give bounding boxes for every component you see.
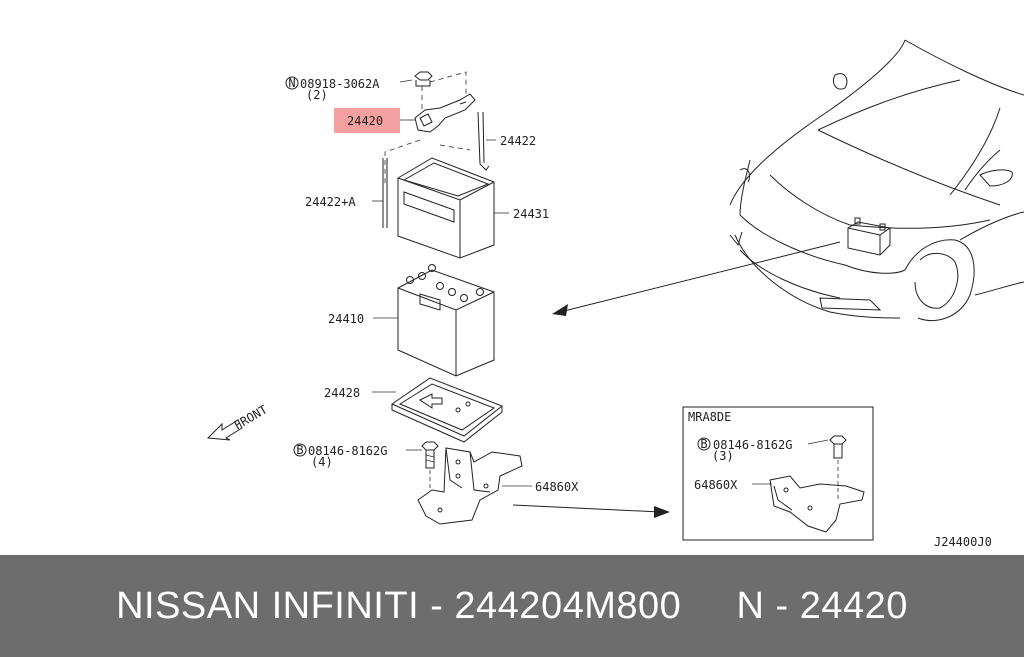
prefix-n-text: N — [288, 76, 295, 90]
inset-bolt-number: 08146-8162G — [713, 438, 792, 452]
car-illustration — [729, 39, 1024, 322]
battery-cover-part — [397, 157, 495, 259]
prefix-b-inset-text: B — [700, 437, 707, 451]
inset-title: MRA8DE — [688, 410, 731, 424]
inset-arrow — [512, 504, 670, 518]
label-24422a: 24422+A — [305, 195, 356, 209]
label-24431: 24431 — [513, 207, 549, 221]
leader-lines — [372, 79, 829, 487]
caption-text: NISSAN INFINITI - 244204M800 N - 24420 — [116, 584, 908, 627]
highlight-box — [334, 108, 400, 133]
diagram-code: J24400J0 — [934, 535, 992, 549]
prefix-marker-b-inset: B — [697, 437, 711, 451]
front-arrow — [206, 419, 243, 441]
battery-tray-part — [390, 377, 503, 443]
battery-part — [397, 264, 495, 377]
prefix-marker-n: N — [285, 76, 299, 90]
label-nut-number: 08918-3062A — [300, 77, 380, 91]
parts-diagram: N B B 08918-3062A (2) 24420 24422 24422+… — [206, 39, 1024, 549]
rod-a-part — [382, 158, 388, 228]
label-24410: 24410 — [328, 312, 364, 326]
prefix-marker-b: B — [293, 443, 307, 457]
prefix-b-text: B — [296, 443, 303, 457]
label-24428: 24428 — [324, 386, 360, 400]
label-nut-qty: (2) — [306, 88, 328, 102]
inset-part-label: 64860X — [694, 478, 738, 492]
label-24420: 24420 — [347, 114, 383, 128]
bracket-part — [414, 93, 476, 133]
caption-bar: NISSAN INFINITI - 244204M800 N - 24420 — [0, 555, 1024, 657]
label-24422: 24422 — [500, 134, 536, 148]
label-bolt-qty: (4) — [311, 455, 333, 469]
bolt-part — [421, 441, 439, 490]
mount-bracket-part — [417, 447, 523, 525]
rod-part — [477, 111, 490, 171]
label-64860x: 64860X — [535, 480, 579, 494]
pointer-arrow — [552, 241, 841, 316]
nut-part — [414, 71, 433, 87]
label-bolt-number: 08146-8162G — [308, 444, 387, 458]
inset-box — [682, 406, 874, 541]
label-front: FRONT — [232, 402, 270, 432]
leader-dashes — [384, 71, 471, 185]
inset-bolt-qty: (3) — [712, 449, 734, 463]
